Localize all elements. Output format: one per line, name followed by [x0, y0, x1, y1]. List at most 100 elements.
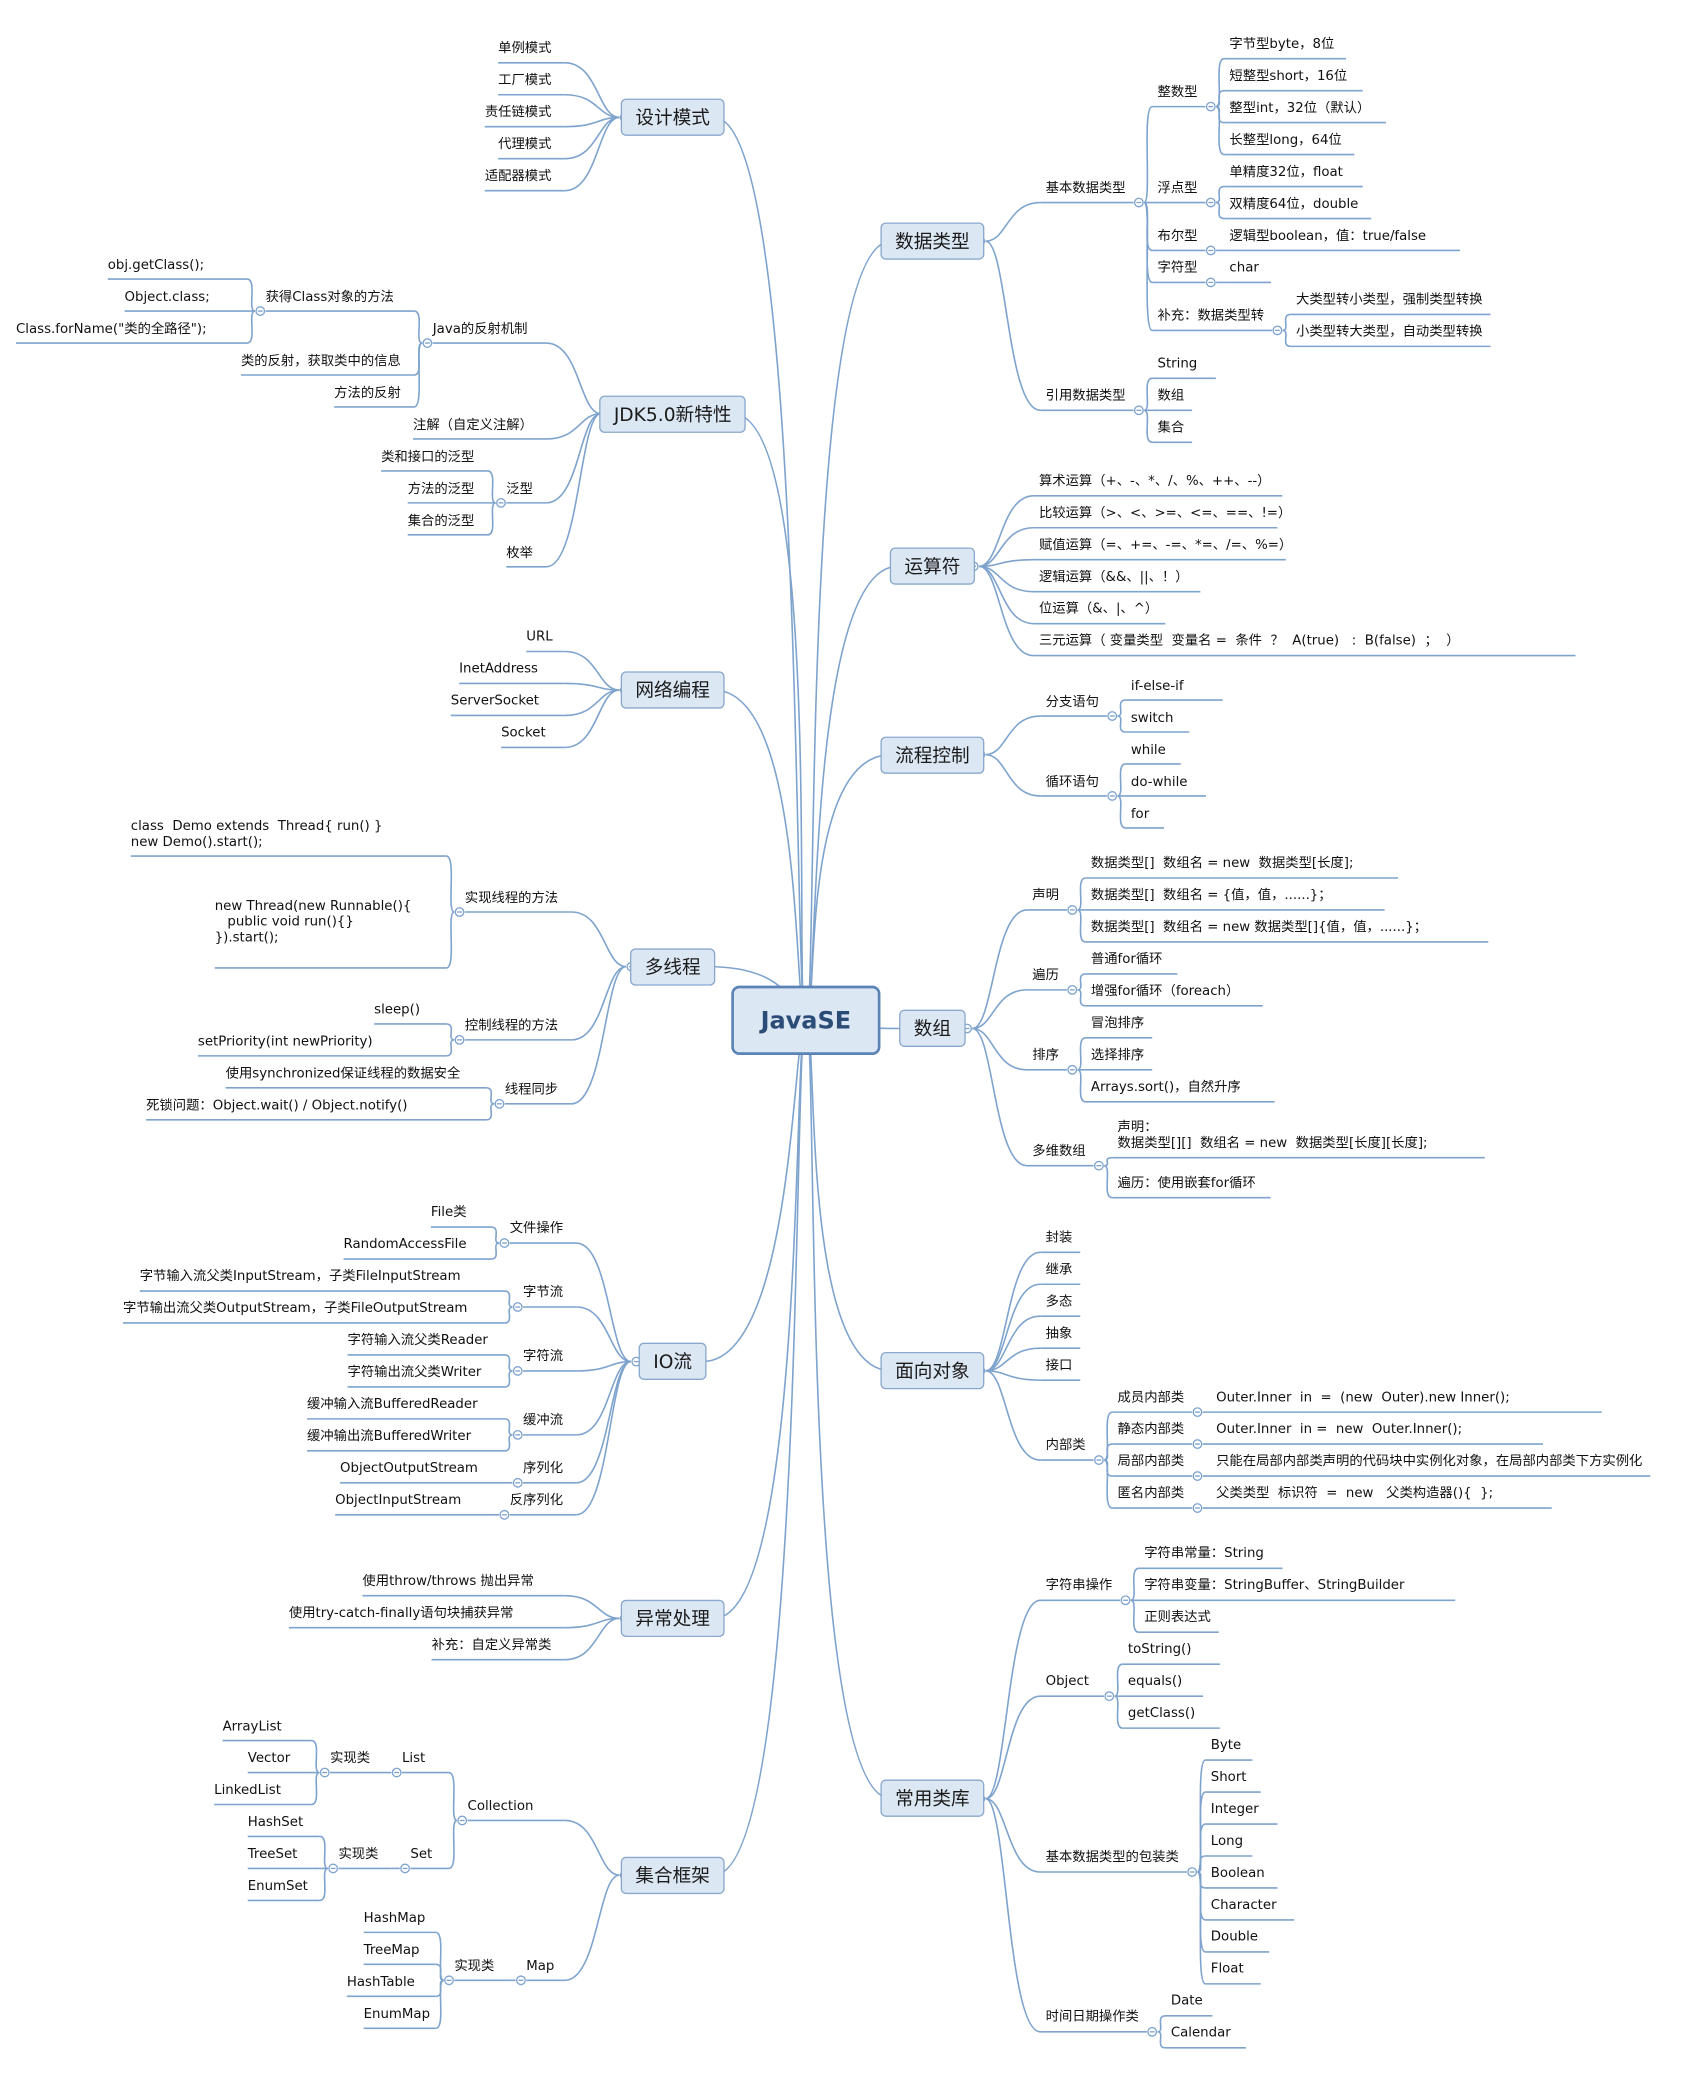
branch-node[interactable]: 布尔型 [1157, 229, 1198, 244]
branch-node[interactable]: 实现类 [330, 1751, 371, 1766]
branch-node[interactable]: 序列化 [523, 1461, 564, 1477]
branch-node[interactable]: 实现类 [454, 1958, 495, 1974]
leaf-node[interactable]: InetAddress [459, 662, 538, 677]
leaf-node[interactable]: 大类型转小类型，强制类型转换 [1296, 293, 1483, 308]
leaf-node[interactable]: Outer.Inner in = (new Outer).new Inner()… [1216, 1390, 1510, 1406]
leaf-node[interactable]: 集合的泛型 [407, 513, 475, 529]
leaf-node[interactable]: 单例模式 [498, 41, 552, 57]
branch-node[interactable]: 成员内部类 [1117, 1390, 1185, 1406]
leaf-node[interactable]: 遍历：使用嵌套for循环 [1117, 1176, 1256, 1191]
leaf-node[interactable]: EnumMap [363, 2006, 431, 2022]
branch-node[interactable]: Object [1045, 1674, 1090, 1690]
leaf-node[interactable]: obj.getClass(); [107, 257, 205, 273]
leaf-node[interactable]: 方法的泛型 [407, 481, 475, 497]
leaf-node[interactable]: Vector [247, 1751, 291, 1766]
leaf-node[interactable]: 只能在局部内部类声明的代码块中实例化对象，在局部内部类下方实例化 [1216, 1454, 1643, 1470]
leaf-node[interactable]: 选择排序 [1090, 1048, 1145, 1064]
leaf-node[interactable]: LinkedList [214, 1783, 281, 1798]
leaf-node[interactable]: 正则表达式 [1144, 1610, 1211, 1626]
leaf-node[interactable]: Byte [1210, 1738, 1242, 1754]
branch-node[interactable]: 字节流 [523, 1285, 564, 1301]
leaf-node[interactable]: 字节型byte，8位 [1229, 37, 1335, 53]
branch-node[interactable]: 内部类 [1045, 1438, 1086, 1454]
leaf-node[interactable]: ArrayList [222, 1719, 282, 1734]
branch-node[interactable]: 引用数据类型 [1045, 389, 1126, 404]
branch-node[interactable]: 循环语句 [1045, 774, 1099, 790]
leaf-node[interactable]: String [1157, 357, 1198, 372]
leaf-node[interactable]: setPriority(int newPriority) [197, 1034, 373, 1050]
branch-node[interactable]: 声明 [1032, 888, 1059, 904]
leaf-node[interactable]: 三元运算（ 变量类型 变量名 = 条件 ？ A(true) : B(false)… [1038, 634, 1460, 649]
branch-node[interactable]: 缓冲流 [523, 1413, 564, 1429]
leaf-node[interactable]: 接口 [1045, 1358, 1073, 1374]
leaf-node[interactable]: 死锁问题：Object.wait() / Object.notify() [146, 1098, 408, 1114]
leaf-node[interactable]: if-else-if [1130, 678, 1184, 694]
leaf-node[interactable]: switch [1130, 710, 1174, 726]
leaf-node[interactable]: Class.forName("类的全路径"); [15, 321, 207, 337]
topic-right-2[interactable]: 流程控制 [880, 735, 985, 774]
leaf-node[interactable]: 补充：自定义异常类 [431, 1638, 552, 1653]
branch-node[interactable]: Java的反射机制 [432, 321, 528, 337]
branch-node[interactable]: 补充：数据类型转 [1157, 309, 1265, 324]
leaf-node[interactable]: 逻辑运算（&&、||、！） [1038, 570, 1189, 585]
topic-left-5[interactable]: 异常处理 [620, 1599, 725, 1637]
topic-right-4[interactable]: 面向对象 [880, 1352, 985, 1390]
topic-left-0[interactable]: 设计模式 [620, 98, 725, 137]
leaf-node[interactable]: 枚举 [506, 545, 533, 561]
branch-node[interactable]: 实现类 [338, 1847, 379, 1862]
leaf-node[interactable]: 使用try-catch-finally语句块捕获异常 [288, 1606, 514, 1622]
leaf-node[interactable]: 单精度32位，float [1229, 165, 1343, 180]
leaf-node[interactable]: Long [1210, 1834, 1244, 1850]
branch-node[interactable]: 字符型 [1157, 261, 1198, 276]
leaf-node[interactable]: 字节输出流父类OutputStream，子类FileOutputStream [122, 1301, 468, 1317]
branch-node[interactable]: 获得Class对象的方法 [265, 289, 394, 305]
leaf-node[interactable]: 数据类型[] 数组名 = new 数据类型[]{值，值，......}； [1090, 920, 1428, 936]
leaf-node[interactable]: 类和接口的泛型 [381, 449, 475, 465]
leaf-node[interactable]: 数组 [1157, 389, 1185, 404]
leaf-node[interactable]: ObjectInputStream [335, 1493, 462, 1509]
leaf-node[interactable]: for [1130, 806, 1150, 822]
leaf-node[interactable]: 字符串常量：String [1144, 1546, 1264, 1562]
branch-node[interactable]: 文件操作 [509, 1221, 564, 1237]
leaf-node[interactable]: 类的反射，获取类中的信息 [240, 353, 401, 369]
leaf-node[interactable]: Double [1210, 1930, 1258, 1946]
leaf-node[interactable]: class Demo extends Thread{ run() } new D… [130, 818, 383, 850]
branch-node[interactable]: 匿名内部类 [1117, 1486, 1185, 1502]
leaf-node[interactable]: 字符输入流父类Reader [347, 1333, 488, 1349]
leaf-node[interactable]: Calendar [1170, 2026, 1231, 2042]
leaf-node[interactable]: 逻辑型boolean，值：true/false [1229, 229, 1427, 244]
leaf-node[interactable]: toString() [1127, 1642, 1192, 1658]
branch-node[interactable]: 基本数据类型的包装类 [1045, 1850, 1179, 1866]
branch-node[interactable]: Collection [467, 1799, 534, 1814]
leaf-node[interactable]: 比较运算（>、<、>=、<=、==、!=） [1038, 506, 1292, 522]
leaf-node[interactable]: 位运算（&、|、^） [1038, 602, 1159, 617]
leaf-node[interactable]: while [1130, 742, 1166, 758]
leaf-node[interactable]: do-while [1130, 774, 1188, 790]
leaf-node[interactable]: 抽象 [1045, 1326, 1073, 1342]
topic-right-0[interactable]: 数据类型 [880, 222, 985, 260]
leaf-node[interactable]: 长整型long，64位 [1229, 133, 1342, 148]
leaf-node[interactable]: 普通for循环 [1090, 952, 1163, 968]
leaf-node[interactable]: Date [1170, 1994, 1203, 2010]
leaf-node[interactable]: HashTable [346, 1974, 415, 1990]
leaf-node[interactable]: 缓冲输出流BufferedWriter [307, 1429, 472, 1445]
leaf-node[interactable]: 整型int，32位（默认） [1229, 101, 1371, 116]
leaf-node[interactable]: ObjectOutputStream [340, 1461, 478, 1477]
leaf-node[interactable]: 字节输入流父类InputStream，子类FileInputStream [139, 1269, 461, 1285]
branch-node[interactable]: 局部内部类 [1117, 1454, 1185, 1470]
leaf-node[interactable]: char [1229, 261, 1259, 276]
branch-node[interactable]: 泛型 [506, 481, 533, 497]
leaf-node[interactable]: 使用synchronized保证线程的数据安全 [225, 1066, 461, 1082]
branch-node[interactable]: 时间日期操作类 [1045, 2010, 1139, 2026]
leaf-node[interactable]: Arrays.sort()，自然升序 [1090, 1080, 1241, 1096]
leaf-node[interactable]: 使用throw/throws 抛出异常 [362, 1574, 534, 1590]
leaf-node[interactable]: 方法的反射 [334, 385, 401, 401]
leaf-node[interactable]: 工厂模式 [498, 73, 552, 89]
leaf-node[interactable]: 双精度64位，double [1229, 197, 1359, 212]
topic-left-1[interactable]: JDK5.0新特性 [599, 394, 747, 433]
topic-left-3[interactable]: 多线程 [630, 947, 716, 986]
leaf-node[interactable]: 父类类型 标识符 = new 父类构造器(){ }; [1216, 1486, 1494, 1502]
leaf-node[interactable]: EnumSet [247, 1879, 308, 1894]
topic-right-3[interactable]: 数组 [899, 1009, 966, 1048]
branch-node[interactable]: 字符串操作 [1045, 1578, 1113, 1594]
